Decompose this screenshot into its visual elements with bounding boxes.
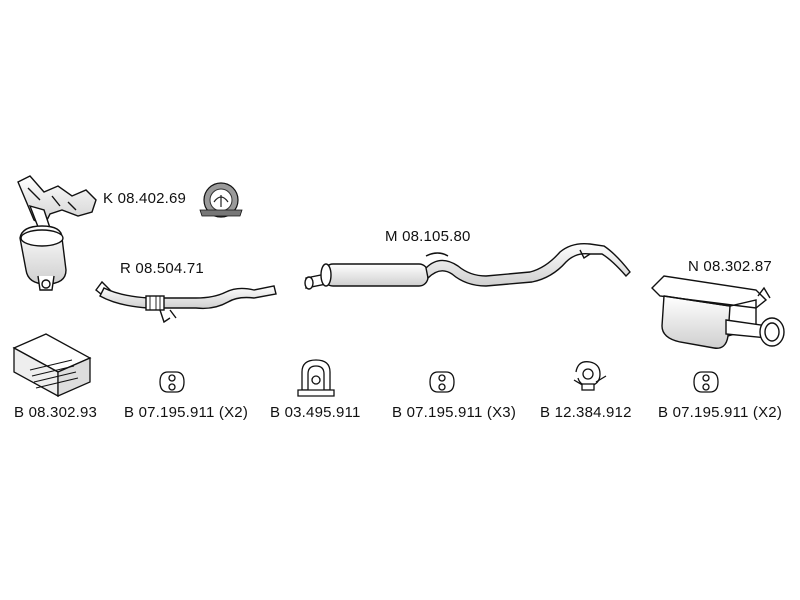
catalytic-converter-drawing xyxy=(17,175,97,291)
label-rubber-ring-3: B 07.195.911 (X2) xyxy=(658,404,783,421)
pipe-clamp-drawing xyxy=(573,361,607,391)
rubber-ring-2-drawing xyxy=(429,371,455,393)
middle-silencer-drawing xyxy=(304,242,631,290)
front-pipe-drawing xyxy=(95,280,277,324)
rubber-ring-1-drawing xyxy=(159,371,185,393)
certification-seal-icon xyxy=(199,182,243,218)
rubber-hanger-drawing xyxy=(297,359,335,397)
label-rear-silencer: N 08.302.87 xyxy=(688,258,772,275)
label-rubber-ring-1: B 07.195.911 (X2) xyxy=(124,404,249,421)
label-pipe-clamp: B 12.384.912 xyxy=(540,404,632,421)
rubber-ring-3-drawing xyxy=(693,371,719,393)
label-rubber-hanger: B 03.495.911 xyxy=(270,404,361,421)
label-rubber-ring-2: B 07.195.911 (X3) xyxy=(392,404,517,421)
mounting-kit-box-drawing xyxy=(12,333,92,398)
label-mounting-kit: B 08.302.93 xyxy=(14,404,98,421)
label-catalytic-converter: K 08.402.69 xyxy=(103,190,187,207)
rear-silencer-drawing xyxy=(651,275,785,349)
label-front-pipe: R 08.504.71 xyxy=(120,260,204,277)
label-middle-silencer: M 08.105.80 xyxy=(385,228,471,245)
